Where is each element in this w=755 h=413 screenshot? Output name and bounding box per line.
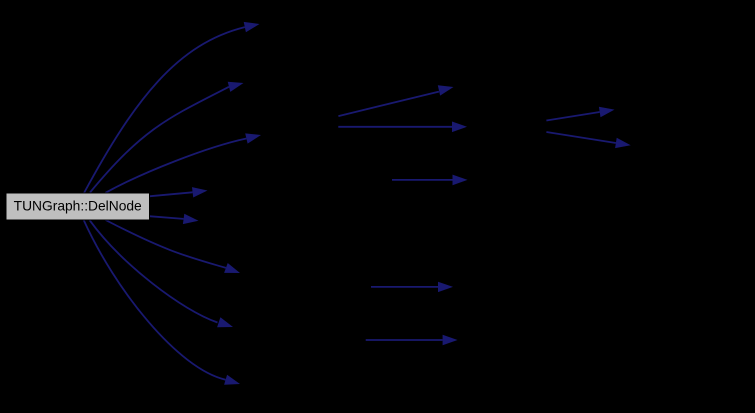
- svg-text:TUNGraph::DelNode: TUNGraph::DelNode: [14, 198, 142, 213]
